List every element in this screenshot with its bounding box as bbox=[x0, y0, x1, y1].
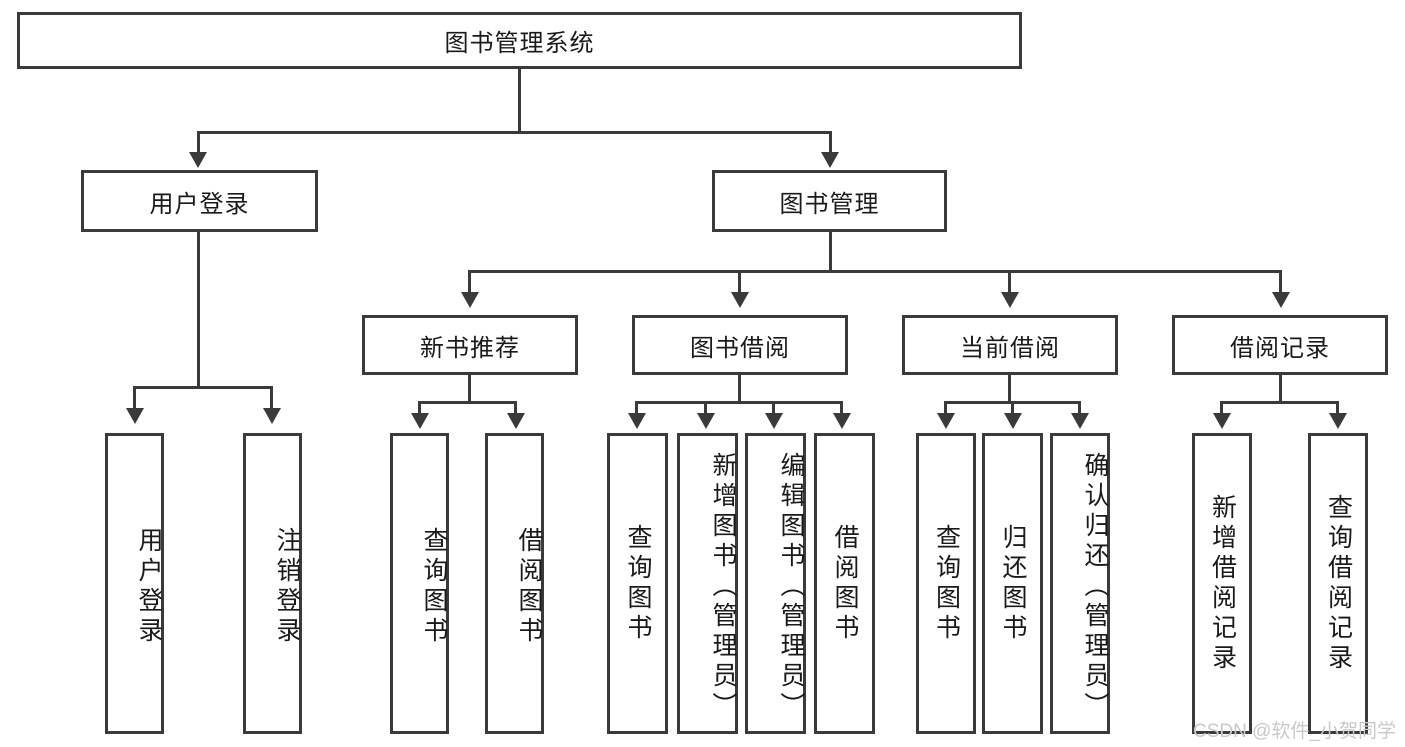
edge-to-leaf-logout bbox=[270, 386, 273, 410]
node-label: 用户登录 bbox=[135, 526, 163, 647]
edge-borrow-record-stem bbox=[1279, 375, 1282, 401]
edge-to-leaf-bb-borrow-book bbox=[840, 401, 843, 415]
leaf-bb-borrow-book[interactable]: 借阅图书 bbox=[814, 433, 875, 734]
edge-to-leaf-cb-confirm-return bbox=[1078, 401, 1081, 415]
edge-book-management-stem bbox=[829, 232, 832, 270]
edge-to-user-login bbox=[197, 131, 200, 155]
node-label: 图书管理 bbox=[779, 190, 880, 218]
arrow-to-leaf-user-login bbox=[126, 408, 144, 424]
arrow-to-leaf-bb-query-book bbox=[628, 413, 646, 429]
arrow-to-leaf-cb-confirm-return bbox=[1071, 413, 1089, 429]
node-book-management[interactable]: 图书管理 bbox=[712, 170, 947, 232]
node-label: 注销登录 bbox=[273, 526, 301, 647]
edge-to-borrow-record bbox=[1279, 270, 1282, 294]
edge-new-book-recommend-bus bbox=[418, 401, 517, 404]
arrow-to-leaf-bb-borrow-book bbox=[833, 413, 851, 429]
leaf-logout[interactable]: 注销登录 bbox=[243, 433, 302, 734]
arrow-to-book-management bbox=[821, 152, 839, 168]
edge-borrow-record-bus bbox=[1220, 401, 1339, 404]
node-label: 用户登录 bbox=[149, 190, 250, 218]
node-label: 查询图书 bbox=[420, 526, 448, 647]
edge-to-leaf-bb-query-book bbox=[635, 401, 638, 415]
edge-user-login-bus bbox=[133, 386, 272, 389]
node-label: 借阅记录 bbox=[1230, 334, 1330, 362]
edge-new-book-recommend-stem bbox=[468, 375, 471, 401]
leaf-user-login[interactable]: 用户登录 bbox=[105, 433, 164, 734]
arrow-to-leaf-nbr-query-book bbox=[411, 413, 429, 429]
node-label: 当前借阅 bbox=[960, 334, 1060, 362]
node-current-borrow[interactable]: 当前借阅 bbox=[902, 315, 1118, 375]
edge-to-new-book-recommend bbox=[468, 270, 471, 294]
edge-book-borrow-bus bbox=[635, 401, 842, 404]
node-label: 查询图书 bbox=[932, 523, 961, 644]
node-label: 图书借阅 bbox=[690, 334, 790, 362]
arrow-to-leaf-cb-return-book bbox=[1004, 413, 1022, 429]
edge-to-leaf-cb-query-book bbox=[944, 401, 947, 415]
arrow-to-current-borrow bbox=[1001, 292, 1019, 308]
leaf-cb-query-book[interactable]: 查询图书 bbox=[916, 433, 976, 734]
edge-to-book-management bbox=[829, 131, 832, 155]
arrow-to-borrow-record bbox=[1272, 292, 1290, 308]
edge-to-leaf-br-add-record bbox=[1220, 401, 1223, 415]
leaf-br-add-borrow-record[interactable]: 新增借阅记录 bbox=[1192, 433, 1252, 734]
edge-root-bus bbox=[197, 131, 832, 134]
node-label: 借阅图书 bbox=[515, 526, 543, 647]
leaf-br-query-borrow-record[interactable]: 查询借阅记录 bbox=[1308, 433, 1368, 734]
arrow-to-leaf-bb-add-book bbox=[697, 413, 715, 429]
leaf-bb-edit-book-admin[interactable]: 编辑图书（管理员） bbox=[745, 433, 806, 734]
edge-root-stem bbox=[518, 69, 521, 131]
node-new-book-recommend[interactable]: 新书推荐 bbox=[362, 315, 578, 375]
arrow-to-leaf-br-add-record bbox=[1213, 413, 1231, 429]
edge-user-login-stem bbox=[197, 232, 200, 386]
arrow-to-leaf-br-query-record bbox=[1329, 413, 1347, 429]
arrow-to-book-borrow bbox=[731, 292, 749, 308]
leaf-nbr-borrow-book[interactable]: 借阅图书 bbox=[485, 433, 544, 734]
node-label: 归还图书 bbox=[999, 523, 1027, 644]
node-label: 借阅图书 bbox=[831, 523, 859, 644]
node-borrow-record[interactable]: 借阅记录 bbox=[1172, 315, 1388, 375]
leaf-bb-query-book[interactable]: 查询图书 bbox=[607, 433, 668, 734]
node-label: 新增借阅记录 bbox=[1208, 493, 1237, 674]
arrow-to-leaf-nbr-borrow-book bbox=[507, 413, 525, 429]
leaf-nbr-query-book[interactable]: 查询图书 bbox=[390, 433, 449, 734]
node-label: 新增图书（管理员） bbox=[709, 451, 737, 722]
edge-to-leaf-cb-return-book bbox=[1011, 401, 1014, 415]
arrow-to-leaf-logout bbox=[263, 408, 281, 424]
edge-current-borrow-stem bbox=[1008, 375, 1011, 401]
arrow-to-user-login bbox=[189, 152, 207, 168]
edge-to-leaf-user-login bbox=[133, 386, 136, 410]
edge-book-management-bus bbox=[468, 270, 1282, 273]
node-label: 查询借阅记录 bbox=[1324, 493, 1353, 674]
arrow-to-leaf-bb-edit-book bbox=[765, 413, 783, 429]
edge-to-leaf-br-query-record bbox=[1336, 401, 1339, 415]
node-label: 图书管理系统 bbox=[444, 30, 595, 57]
edge-to-leaf-bb-add-book bbox=[704, 401, 707, 415]
leaf-bb-add-book-admin[interactable]: 新增图书（管理员） bbox=[677, 433, 738, 734]
node-user-login[interactable]: 用户登录 bbox=[81, 170, 318, 232]
node-book-borrow[interactable]: 图书借阅 bbox=[632, 315, 848, 375]
arrow-to-new-book-recommend bbox=[461, 292, 479, 308]
csdn-watermark: CSDN @软件_小贺同学 bbox=[1193, 721, 1396, 742]
leaf-cb-return-book[interactable]: 归还图书 bbox=[982, 433, 1043, 734]
node-label: 编辑图书（管理员） bbox=[777, 451, 805, 722]
node-label: 查询图书 bbox=[624, 523, 652, 644]
edge-to-leaf-nbr-borrow-book bbox=[514, 401, 517, 415]
arrow-to-leaf-cb-query-book bbox=[937, 413, 955, 429]
node-label: 确认归还（管理员） bbox=[1081, 451, 1109, 722]
node-label: 新书推荐 bbox=[420, 334, 520, 362]
edge-to-current-borrow bbox=[1008, 270, 1011, 294]
edge-book-borrow-stem bbox=[738, 375, 741, 401]
leaf-cb-confirm-return-admin[interactable]: 确认归还（管理员） bbox=[1050, 433, 1110, 734]
edge-to-leaf-bb-edit-book bbox=[772, 401, 775, 415]
node-root-book-management-system[interactable]: 图书管理系统 bbox=[17, 12, 1022, 69]
edge-to-leaf-nbr-query-book bbox=[418, 401, 421, 415]
edge-to-book-borrow bbox=[738, 270, 741, 294]
